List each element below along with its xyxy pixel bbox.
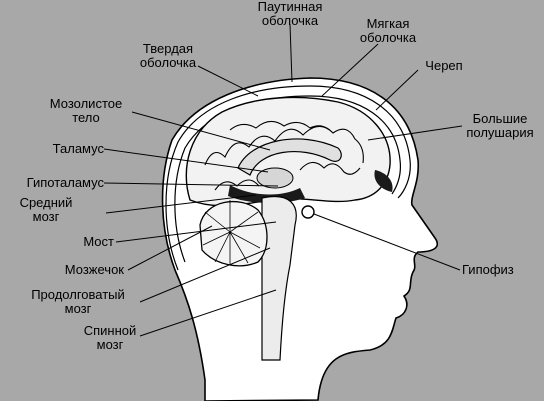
leader-pons — [115, 221, 277, 243]
label-pons-line1: Мост — [83, 234, 114, 249]
label-spinal-cord: Спинной мозг — [70, 324, 150, 352]
leader-hypothalamus — [103, 182, 279, 187]
leader-pituitary — [313, 213, 461, 271]
label-pituitary-line1: Гипофиз — [462, 262, 514, 277]
label-pia-line1: Мягкая — [366, 16, 410, 31]
label-midbrain-line2: мозг — [32, 209, 60, 224]
label-corpus-callosum-line2: тело — [72, 110, 100, 125]
label-pituitary: Гипофиз — [462, 263, 538, 277]
leader-dura — [197, 65, 259, 97]
ventricle-shadow — [374, 170, 393, 192]
label-medulla-line2: мозг — [64, 301, 92, 316]
dura-outline — [174, 95, 401, 263]
label-midbrain-line1: Средний — [19, 195, 73, 210]
label-spinal-cord-line1: Спинной — [83, 323, 137, 338]
thalamus-shape — [256, 167, 294, 189]
leader-arachnoid — [289, 23, 293, 83]
label-hypothalamus: Гипоталамус — [4, 176, 104, 190]
label-pons: Мост — [40, 235, 114, 249]
label-hemispheres-line2: полушария — [466, 125, 534, 140]
leader-thalamus — [103, 148, 269, 173]
label-medulla: Продолговатый мозг — [18, 288, 138, 316]
label-corpus-callosum-line1: Мозолистое — [49, 96, 123, 111]
label-thalamus-line1: Таламус — [52, 141, 104, 156]
skull-outline — [165, 85, 411, 271]
label-cerebellum-line1: Мозжечок — [64, 262, 124, 277]
leader-medulla — [139, 247, 271, 303]
label-dura-line1: Твердая — [142, 41, 194, 56]
label-spinal-cord-line2: мозг — [96, 337, 124, 352]
label-skull: Череп — [414, 59, 474, 73]
label-medulla-line1: Продолговатый — [31, 287, 125, 302]
label-pia: Мягкая оболочка — [346, 17, 430, 45]
label-cerebellum: Мозжечок — [20, 263, 124, 277]
label-hypothalamus-line1: Гипоталамус — [26, 175, 104, 190]
label-skull-line1: Череп — [425, 58, 463, 73]
label-midbrain: Средний мозг — [6, 196, 86, 224]
label-thalamus: Таламус — [20, 142, 104, 156]
leader-cerebellum — [127, 225, 213, 271]
label-arachnoid: Паутинная оболочка — [248, 0, 332, 28]
leader-hemispheres — [367, 125, 463, 141]
leader-lines — [103, 23, 463, 337]
label-hemispheres-line1: Большие — [472, 111, 528, 126]
cerebellum-folia — [202, 200, 261, 265]
label-dura: Твердая оболочка — [126, 42, 210, 70]
label-pia-line2: оболочка — [359, 30, 417, 45]
label-hemispheres: Большие полушария — [458, 112, 542, 140]
label-arachnoid-line1: Паутинная — [257, 0, 323, 14]
pituitary-shape — [301, 205, 315, 219]
leader-midbrain — [105, 194, 257, 214]
brainstem-shape — [261, 196, 297, 361]
label-arachnoid-line2: оболочка — [261, 13, 319, 28]
leader-spinal-cord — [139, 289, 277, 337]
leader-skull — [375, 69, 419, 111]
leader-corpus-callosum — [131, 111, 271, 151]
leader-pia — [321, 43, 379, 97]
label-dura-line2: оболочка — [139, 55, 197, 70]
label-corpus-callosum: Мозолистое тело — [40, 97, 132, 125]
gyri — [204, 120, 364, 191]
